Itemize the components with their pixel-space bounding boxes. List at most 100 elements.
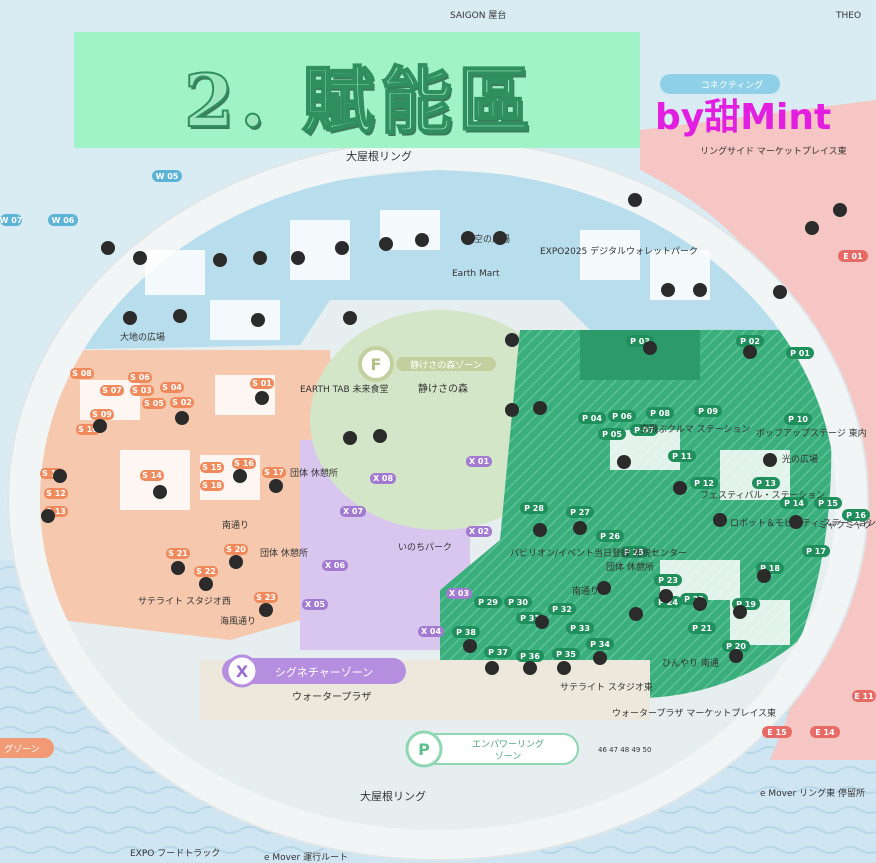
label-mobility-station: 空飛ぶクルマ ステーション <box>640 423 750 435</box>
badge-p06: P 06 <box>612 412 632 421</box>
zone-x-letter: X <box>236 662 249 681</box>
badge-x05: X 05 <box>305 600 326 609</box>
badge-p08: P 08 <box>650 409 670 418</box>
zone-p-name-1: エンパワーリング <box>472 738 544 750</box>
label-earth-plaza: 大地の広場 <box>120 331 165 343</box>
zone-w-name: グゾーン <box>4 743 40 755</box>
label-emover-legend: e Mover 運行ルート <box>264 851 348 863</box>
badge-s05: S 05 <box>144 399 164 408</box>
badge-x04: X 04 <box>421 627 442 636</box>
zone-p-name-2: ゾーン <box>495 751 522 762</box>
p-block-03 <box>580 330 700 380</box>
label-emover-east: e Mover リング東 停留所 <box>760 787 865 799</box>
badge-p05: P 05 <box>602 430 622 439</box>
badge-p12: P 12 <box>694 479 714 488</box>
label-saigon: SAIGON 屋台 <box>450 9 506 21</box>
badge-s06: S 06 <box>130 373 150 382</box>
title-banner: 2. 賦能區 <box>74 32 640 148</box>
ring-label-top: 大屋根リング <box>346 149 412 163</box>
badge-p29: P 29 <box>478 598 498 607</box>
facility-icons <box>41 193 847 675</box>
badge-p31: P 31 <box>520 614 540 623</box>
label-forest: 静けさの森 <box>418 382 468 395</box>
badge-p26: P 26 <box>600 532 620 541</box>
zone-f-marker: F 静けさの森ゾーン <box>358 346 496 382</box>
badge-p38: P 38 <box>456 628 476 637</box>
badge-e14: E 14 <box>815 728 835 737</box>
badge-s20: S 20 <box>226 545 246 554</box>
badge-s13: S 13 <box>46 507 66 516</box>
badge-s01: S 01 <box>252 379 272 388</box>
badge-s03: S 03 <box>132 386 152 395</box>
zone-p-letter: P <box>418 740 430 759</box>
badge-s10: S 10 <box>78 425 98 434</box>
label-group-rest-mid: 団体 休憩所 <box>260 547 308 559</box>
label-robot-station: ロボット＆モビリティ ステーション <box>730 518 876 529</box>
badge-s12: S 12 <box>46 489 66 498</box>
badge-p15: P 15 <box>818 499 838 508</box>
badge-p25: P 25 <box>624 548 644 557</box>
badge-w05: W 05 <box>156 172 179 181</box>
badge-s22: S 22 <box>196 567 216 576</box>
label-theo: THEO <box>835 11 861 21</box>
badge-p22: P 22 <box>684 595 704 604</box>
label-sky-plaza: 空の広場 <box>474 233 510 245</box>
badge-p34: P 34 <box>590 640 610 649</box>
badge-p04: P 04 <box>582 414 602 423</box>
p-badges: P 03 P 02 P 01 P 04 P 06 P 05 P 07 P 08 … <box>452 335 870 662</box>
badge-p18: P 18 <box>760 564 780 573</box>
badge-e11: E 11 <box>854 692 874 701</box>
badge-s07: S 07 <box>102 386 122 395</box>
badge-p35: P 35 <box>556 650 576 659</box>
badge-s14: S 14 <box>142 471 162 480</box>
badge-e01: E 01 <box>843 252 863 261</box>
zone-c-name: コネクティング <box>701 79 763 91</box>
badge-p03: P 03 <box>630 337 650 346</box>
badge-p09: P 09 <box>698 407 718 416</box>
label-expo-foodtruck: EXPO フードトラック <box>130 848 220 859</box>
badge-p28: P 28 <box>524 504 544 513</box>
badge-s18: S 18 <box>202 481 222 490</box>
badge-p32: P 32 <box>552 605 572 614</box>
badge-p36: P 36 <box>520 652 540 661</box>
zone-f-name: 静けさの森ゾーン <box>410 359 482 371</box>
x-badges: X 01 X 02 X 03 X 04 X 05 X 06 X 07 X 08 <box>302 456 492 637</box>
page-title: 2. 賦能區 <box>183 57 537 144</box>
label-light-plaza: 光の広場 <box>782 453 818 465</box>
badge-s09: S 09 <box>92 410 112 419</box>
badge-p02: P 02 <box>740 337 760 346</box>
label-sea-street: 海風通り <box>220 615 256 627</box>
label-water-marketplace: ウォータープラザ マーケットプレイス東 <box>612 707 776 719</box>
badge-p07: P 07 <box>634 426 654 435</box>
zone-x-name: シグネチャーゾーン <box>275 665 373 679</box>
label-myakumyaku-house: ミャクミャク ハウス <box>818 520 876 531</box>
badge-p20: P 20 <box>726 642 746 651</box>
label-expo-wallet-park: EXPO2025 デジタルウォレットパーク <box>540 245 698 257</box>
badge-s04: S 04 <box>162 383 182 392</box>
badge-x07: X 07 <box>343 507 363 516</box>
badge-s21: S 21 <box>168 549 188 558</box>
badge-p30: P 30 <box>508 598 528 607</box>
zone-x-marker: X シグネチャーゾーン <box>222 654 406 688</box>
badge-p21: P 21 <box>692 624 712 633</box>
badge-e15: E 15 <box>767 728 787 737</box>
badge-x08: X 08 <box>373 474 394 483</box>
badge-x02: X 02 <box>469 527 489 536</box>
badge-p11: P 11 <box>672 452 692 461</box>
badge-x01: X 01 <box>469 457 490 466</box>
zone-p-marker: P エンパワーリング ゾーン <box>405 730 579 768</box>
label-inochi-park: いのちパーク <box>398 542 452 553</box>
badge-w06: W 06 <box>52 216 75 225</box>
zone-c-marker: コネクティング <box>660 74 780 94</box>
badge-s08: S 08 <box>72 369 92 378</box>
badge-p16: P 16 <box>846 511 866 520</box>
label-group-rest-p: 団体 休憩所 <box>606 561 654 573</box>
label-festival-station: フェスティバル・ステーション <box>700 490 825 501</box>
s-badges: S 01 S 02 S 03 S 04 S 05 S 06 S 07 S 08 … <box>40 368 286 603</box>
badge-s02: S 02 <box>172 398 192 407</box>
badge-s23: S 23 <box>256 593 276 602</box>
badge-w07: W 07 <box>0 216 22 225</box>
ring-label-bottom: 大屋根リング <box>360 789 426 803</box>
badge-s17: S 17 <box>264 468 284 477</box>
